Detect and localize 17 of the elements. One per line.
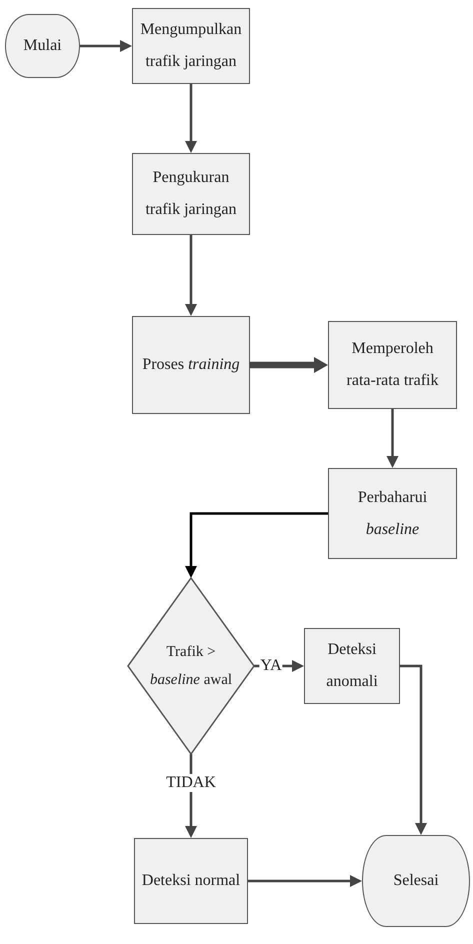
arrow (185, 512, 328, 578)
edge-label: TIDAK (165, 774, 217, 792)
arrow (80, 40, 132, 52)
arrow (250, 357, 328, 373)
decision-diamond: Trafik > baseline awal (128, 578, 254, 754)
arrow (248, 875, 362, 887)
process-box: Mengumpulkan trafik jaringan (132, 8, 250, 84)
process-box: Memperoleh rata-rata trafik (328, 321, 457, 409)
process-box: Perbaharui baseline (328, 468, 457, 559)
process-box: Deteksi normal (134, 838, 248, 924)
process-box: Pengukuran trafik jaringan (132, 153, 250, 235)
arrow (386, 409, 398, 468)
process-box: Deteksi anomali (304, 628, 400, 704)
process-box: Proses training (132, 316, 250, 414)
arrow (400, 664, 427, 835)
arrow (185, 235, 197, 316)
arrow (185, 84, 197, 153)
